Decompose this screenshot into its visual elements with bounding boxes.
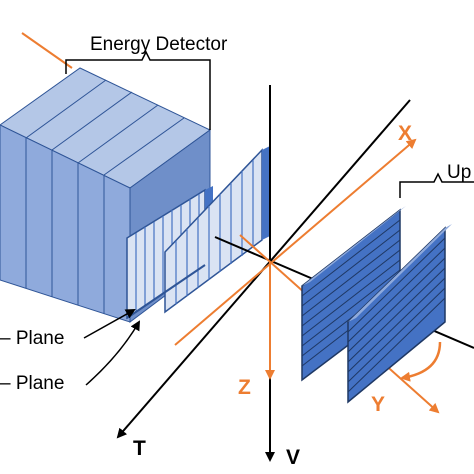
upstream-label: Up	[447, 162, 471, 183]
plane-label-upper: – Plane	[0, 328, 64, 349]
front-tracking-planes	[126, 146, 270, 320]
axis-label-t: T	[133, 437, 146, 460]
axis-label-v: V	[286, 446, 300, 469]
rotation-arc	[400, 341, 442, 382]
axis-label-x: X	[398, 122, 412, 145]
plane-label-lower: – Plane	[0, 373, 64, 394]
axis-label-z: Z	[238, 376, 251, 399]
upstream-brace	[399, 172, 474, 198]
energy-detector-brace	[65, 50, 211, 130]
axis-label-y: Y	[371, 393, 385, 416]
plane-pointer-lower	[85, 320, 140, 386]
beam-line-through	[174, 138, 417, 346]
upstream-tracking-planes	[301, 206, 452, 404]
plane-pointer-upper	[83, 309, 136, 339]
beam-line-incoming	[21, 32, 73, 69]
energy-detector-label: Energy Detector	[90, 34, 228, 55]
